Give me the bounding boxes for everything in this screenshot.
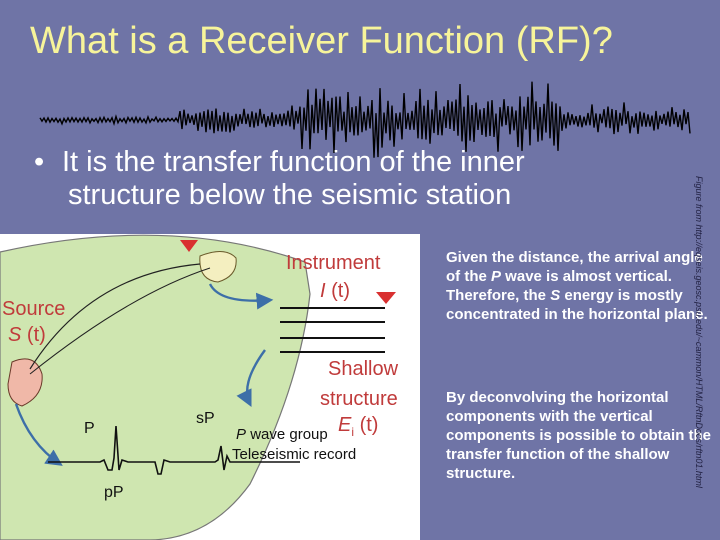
instrument-symbol: I [320,280,326,302]
ray-to-station-2 [29,267,211,375]
desc1-part-c: energy is mostly concentrated in the hor… [446,287,708,323]
pp-phase-label: pP [104,484,124,501]
bullet-point: • It is the transfer function of the inne… [34,146,525,212]
wave-group-rest: wave group [250,426,328,443]
p-phase-label: P [84,420,95,437]
receiver-function-figure: Instrument I (t) Source S (t) Shallow st… [0,234,420,540]
arrow-to-instrument [208,283,274,310]
desc1-s: S [550,287,561,304]
shallow-function: Ei (t) [338,414,378,439]
sp-phase-label: sP [196,410,215,427]
figure-credit-text: Figure from http://eqseis.geosc.psu.edu/… [694,176,704,488]
shallow-label-1: Shallow [328,358,399,380]
source-arg: (t) [26,324,46,346]
description-paragraph-1: Given the distance, the arrival angle of… [446,248,714,324]
wave-group-p: P [236,426,247,443]
teleseismic-waveform [48,425,300,475]
bullet-marker: • [34,146,45,178]
figure-diagram [0,234,396,540]
seismogram-trace [39,81,691,158]
wave-group-label: P wave group [236,426,328,443]
source-label: Source [2,298,66,320]
shallow-subscript: i [351,425,355,439]
instrument-label: Instrument [286,252,381,274]
teleseismic-record-label: Teleseismic record [232,446,357,463]
slide-title: What is a Receiver Function (RF)? [30,20,613,62]
source-symbol: S [8,324,22,346]
desc1-part-b: wave is almost vertical. Therefore, the [446,268,672,304]
figure-credit: Figure from http://eqseis.geosc.psu.edu/… [694,176,716,536]
instrument-triangle-right [376,292,396,304]
shallow-label-2: structure [320,388,398,410]
desc1-part-a: Given the distance, the arrival angle of… [446,249,703,285]
source-function: S (t) [8,324,46,347]
earth-section [0,234,311,540]
arrow-to-shallow [236,349,266,408]
description-paragraph-2: By deconvolving the horizontal component… [446,389,712,482]
station-blob [199,251,237,283]
ray-source-to-station [29,263,201,370]
instrument-arg: (t) [331,280,351,302]
shallow-arg: (t) [359,414,379,436]
bullet-line-2: structure below the seismic station [68,179,512,211]
desc1-p: P [491,268,502,285]
instrument-function: I (t) [320,280,350,303]
arrow-from-source [14,403,63,466]
shallow-symbol: E [338,414,352,436]
bullet-line-1: It is the transfer function of the inner [62,146,525,178]
shallow-layers [280,307,385,353]
instrument-triangle-top [180,240,198,252]
